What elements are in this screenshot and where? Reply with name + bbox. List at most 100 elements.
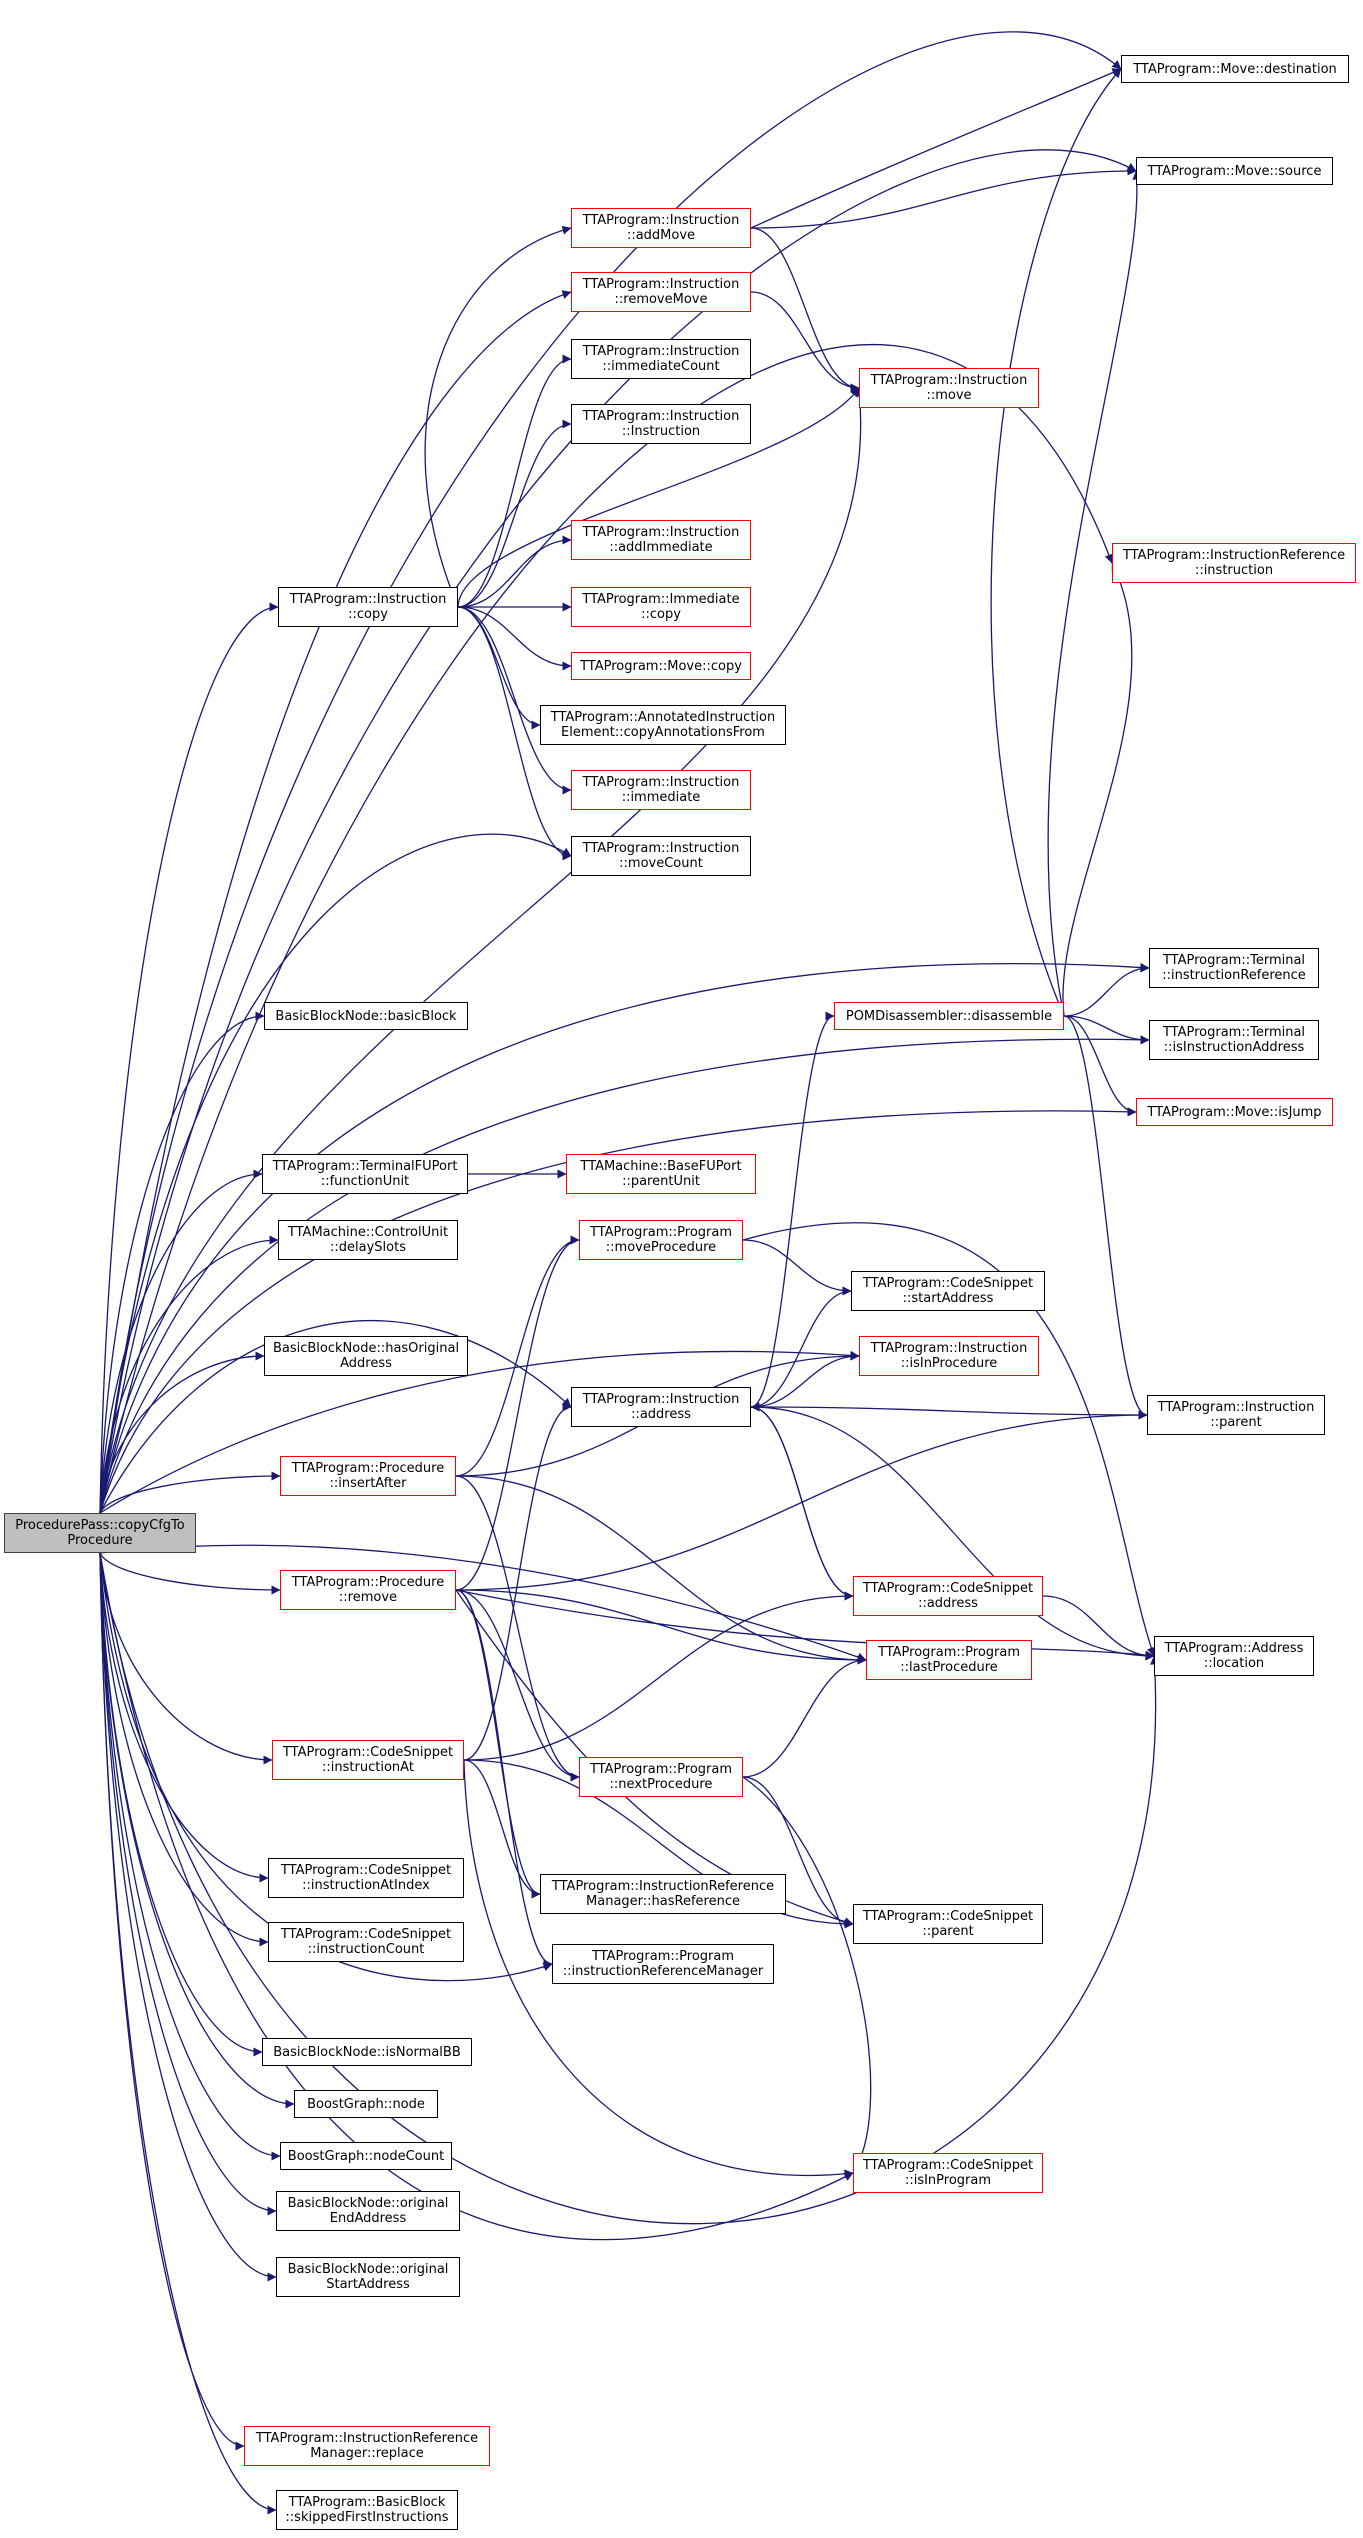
node-bb-skippedFirst[interactable]: TTAProgram::BasicBlock::skippedFirstInst… xyxy=(276,2490,458,2530)
edge-root-to-bb-origStart xyxy=(99,1552,277,2282)
node-label-line: ::parent xyxy=(1210,1415,1262,1430)
edge-instr-copy-to-instr-immediate xyxy=(457,606,572,795)
node-prog-moveProcedure[interactable]: TTAProgram::Program::moveProcedure xyxy=(579,1220,743,1260)
node-bg-node[interactable]: BoostGraph::node xyxy=(294,2090,438,2118)
edge-prog-nextProcedure-to-cs-isInProgram xyxy=(742,1776,872,2174)
node-proc-remove[interactable]: TTAProgram::Procedure::remove xyxy=(280,1570,456,1610)
node-label-line: Manager::hasReference xyxy=(586,1894,740,1909)
edge-root-to-prog-lastProcedure xyxy=(99,1544,867,1662)
node-cs-parent[interactable]: TTAProgram::CodeSnippet::parent xyxy=(853,1904,1043,1944)
node-prog-nextProcedure[interactable]: TTAProgram::Program::nextProcedure xyxy=(579,1757,743,1797)
node-bb-isNormalBB[interactable]: BasicBlockNode::isNormalBB xyxy=(262,2038,472,2066)
node-label-line: ::moveProcedure xyxy=(605,1240,717,1255)
node-instr-parent[interactable]: TTAProgram::Instruction::parent xyxy=(1147,1395,1325,1435)
node-label-line: TTAProgram::Instruction xyxy=(582,525,740,540)
node-instr-addImmediate[interactable]: TTAProgram::Instruction::addImmediate xyxy=(571,520,751,560)
edge-root-to-bg-nodeCount xyxy=(99,1552,281,2161)
node-instr-immediateCount[interactable]: TTAProgram::Instruction::immediateCount xyxy=(571,339,751,379)
node-label-line: ::parent xyxy=(922,1924,974,1939)
node-label-line: TTAMachine::ControlUnit xyxy=(287,1225,449,1240)
node-instr-address[interactable]: TTAProgram::Instruction::address xyxy=(571,1387,751,1427)
edge-root-to-cs-instrAtIndex xyxy=(99,1552,269,1883)
node-label-line: BasicBlockNode::hasOriginal xyxy=(272,1341,460,1356)
node-prog-lastProcedure[interactable]: TTAProgram::Program::lastProcedure xyxy=(866,1640,1032,1680)
node-label-line: TTAProgram::Instruction xyxy=(582,1392,740,1407)
node-cs-instrAtIndex[interactable]: TTAProgram::CodeSnippet::instructionAtIn… xyxy=(268,1858,464,1898)
node-instr-Instruction[interactable]: TTAProgram::Instruction::Instruction xyxy=(571,404,751,444)
node-cs-instrCount[interactable]: TTAProgram::CodeSnippet::instructionCoun… xyxy=(268,1922,464,1962)
node-proc-insertAfter[interactable]: TTAProgram::Procedure::insertAfter xyxy=(280,1456,456,1496)
node-terminal-isInstrAddr[interactable]: TTAProgram::Terminal::isInstructionAddre… xyxy=(1149,1020,1319,1060)
edge-root-to-bb-basicBlock xyxy=(99,1011,265,1514)
node-move-destination[interactable]: TTAProgram::Move::destination xyxy=(1121,55,1349,83)
edge-root-to-cs-instrCount xyxy=(99,1552,269,1947)
node-label-line: ::moveCount xyxy=(619,856,703,871)
node-label-line: TTAProgram::Instruction xyxy=(582,277,740,292)
node-label-line: TTAProgram::Immediate xyxy=(582,592,740,607)
node-terminal-instrRef[interactable]: TTAProgram::Terminal::instructionReferen… xyxy=(1149,948,1319,988)
node-basefu-parentUnit[interactable]: TTAMachine::BaseFUPort::parentUnit xyxy=(566,1154,756,1194)
node-instr-isInProcedure[interactable]: TTAProgram::Instruction::isInProcedure xyxy=(859,1336,1039,1376)
node-label-line: TTAProgram::Terminal xyxy=(1162,1025,1306,1040)
node-label-line: TTAProgram::Instruction xyxy=(582,409,740,424)
node-label-line: TTAProgram::Move::isJump xyxy=(1147,1104,1322,1120)
node-label-line: BoostGraph::node xyxy=(307,2096,425,2112)
node-label-line: TTAProgram::Program xyxy=(878,1645,1020,1660)
node-bg-nodeCount[interactable]: BoostGraph::nodeCount xyxy=(280,2142,452,2170)
node-instrref-instruction[interactable]: TTAProgram::InstructionReference::instru… xyxy=(1112,543,1356,583)
node-immediate-copy[interactable]: TTAProgram::Immediate::copy xyxy=(571,587,751,627)
node-label-line: Element::copyAnnotationsFrom xyxy=(561,725,765,740)
node-cs-address[interactable]: TTAProgram::CodeSnippet::address xyxy=(853,1576,1043,1616)
node-tfu-functionUnit[interactable]: TTAProgram::TerminalFUPort::functionUnit xyxy=(262,1154,468,1194)
node-instr-copy[interactable]: TTAProgram::Instruction::copy xyxy=(278,587,458,627)
node-move-copy[interactable]: TTAProgram::Move::copy xyxy=(571,652,751,680)
edge-prog-moveProcedure-to-addr-location xyxy=(742,1222,1156,1657)
edge-proc-remove-to-prog-nextProcedure xyxy=(455,1589,580,1782)
node-instr-move[interactable]: TTAProgram::Instruction::move xyxy=(859,368,1039,408)
edge-cs-address-to-instr-address xyxy=(750,1402,854,1597)
node-cs-instructionAt[interactable]: TTAProgram::CodeSnippet::instructionAt xyxy=(272,1740,464,1780)
node-label-line: ::delaySlots xyxy=(330,1240,406,1255)
node-addr-location[interactable]: TTAProgram::Address::location xyxy=(1154,1636,1314,1676)
node-label-line: ::instructionReferenceManager xyxy=(562,1964,764,1979)
edge-root-to-cu-delaySlots xyxy=(99,1235,279,1514)
node-move-isJump[interactable]: TTAProgram::Move::isJump xyxy=(1136,1098,1333,1126)
edge-root-to-instr-copy xyxy=(99,602,279,1514)
node-instr-removeMove[interactable]: TTAProgram::Instruction::removeMove xyxy=(571,272,751,312)
node-move-source[interactable]: TTAProgram::Move::source xyxy=(1136,157,1333,185)
edge-instr-removeMove-to-instr-move xyxy=(750,291,860,393)
edge-root-to-addr-location xyxy=(99,1552,1160,2225)
node-cs-isInProgram[interactable]: TTAProgram::CodeSnippet::isInProgram xyxy=(853,2153,1043,2193)
node-instr-moveCount[interactable]: TTAProgram::Instruction::moveCount xyxy=(571,836,751,876)
edge-pom-disassemble-to-move-destination xyxy=(990,68,1122,1017)
node-label-line: ::instructionAt xyxy=(322,1760,414,1775)
node-label-line: TTAProgram::CodeSnippet xyxy=(280,1927,452,1942)
edge-pom-disassemble-to-instr-parent xyxy=(1063,1015,1148,1420)
node-instr-addMove[interactable]: TTAProgram::Instruction::addMove xyxy=(571,208,751,248)
node-label-line: ::remove xyxy=(338,1590,398,1605)
node-label-line: BoostGraph::nodeCount xyxy=(287,2148,445,2164)
edge-pom-disassemble-to-terminal-instrRef xyxy=(1063,963,1150,1017)
node-label-line: ::parentUnit xyxy=(622,1174,700,1189)
node-cs-startAddress[interactable]: TTAProgram::CodeSnippet::startAddress xyxy=(851,1271,1045,1311)
edge-prog-nextProcedure-to-prog-lastProcedure xyxy=(742,1655,867,1778)
node-pom-disassemble[interactable]: POMDisassembler::disassemble xyxy=(834,1002,1064,1030)
node-label-line: ::copy xyxy=(348,607,388,622)
edge-proc-remove-to-prog-lastProcedure xyxy=(455,1589,867,1665)
edge-instr-copy-to-instr-addMove xyxy=(424,225,572,608)
edge-root-to-terminal-isInstrAddr xyxy=(99,1035,1150,1514)
edge-prog-nextProcedure-to-cs-parent xyxy=(742,1776,854,1929)
node-bb-basicBlock[interactable]: BasicBlockNode::basicBlock xyxy=(264,1002,468,1030)
edge-root-to-instr-address xyxy=(99,1320,572,1514)
node-cu-delaySlots[interactable]: TTAMachine::ControlUnit::delaySlots xyxy=(278,1220,458,1260)
node-instr-immediate[interactable]: TTAProgram::Instruction::immediate xyxy=(571,770,751,810)
node-label-line: TTAProgram::BasicBlock xyxy=(288,2495,446,2510)
node-prog-irm[interactable]: TTAProgram::Program::instructionReferenc… xyxy=(552,1944,774,1984)
